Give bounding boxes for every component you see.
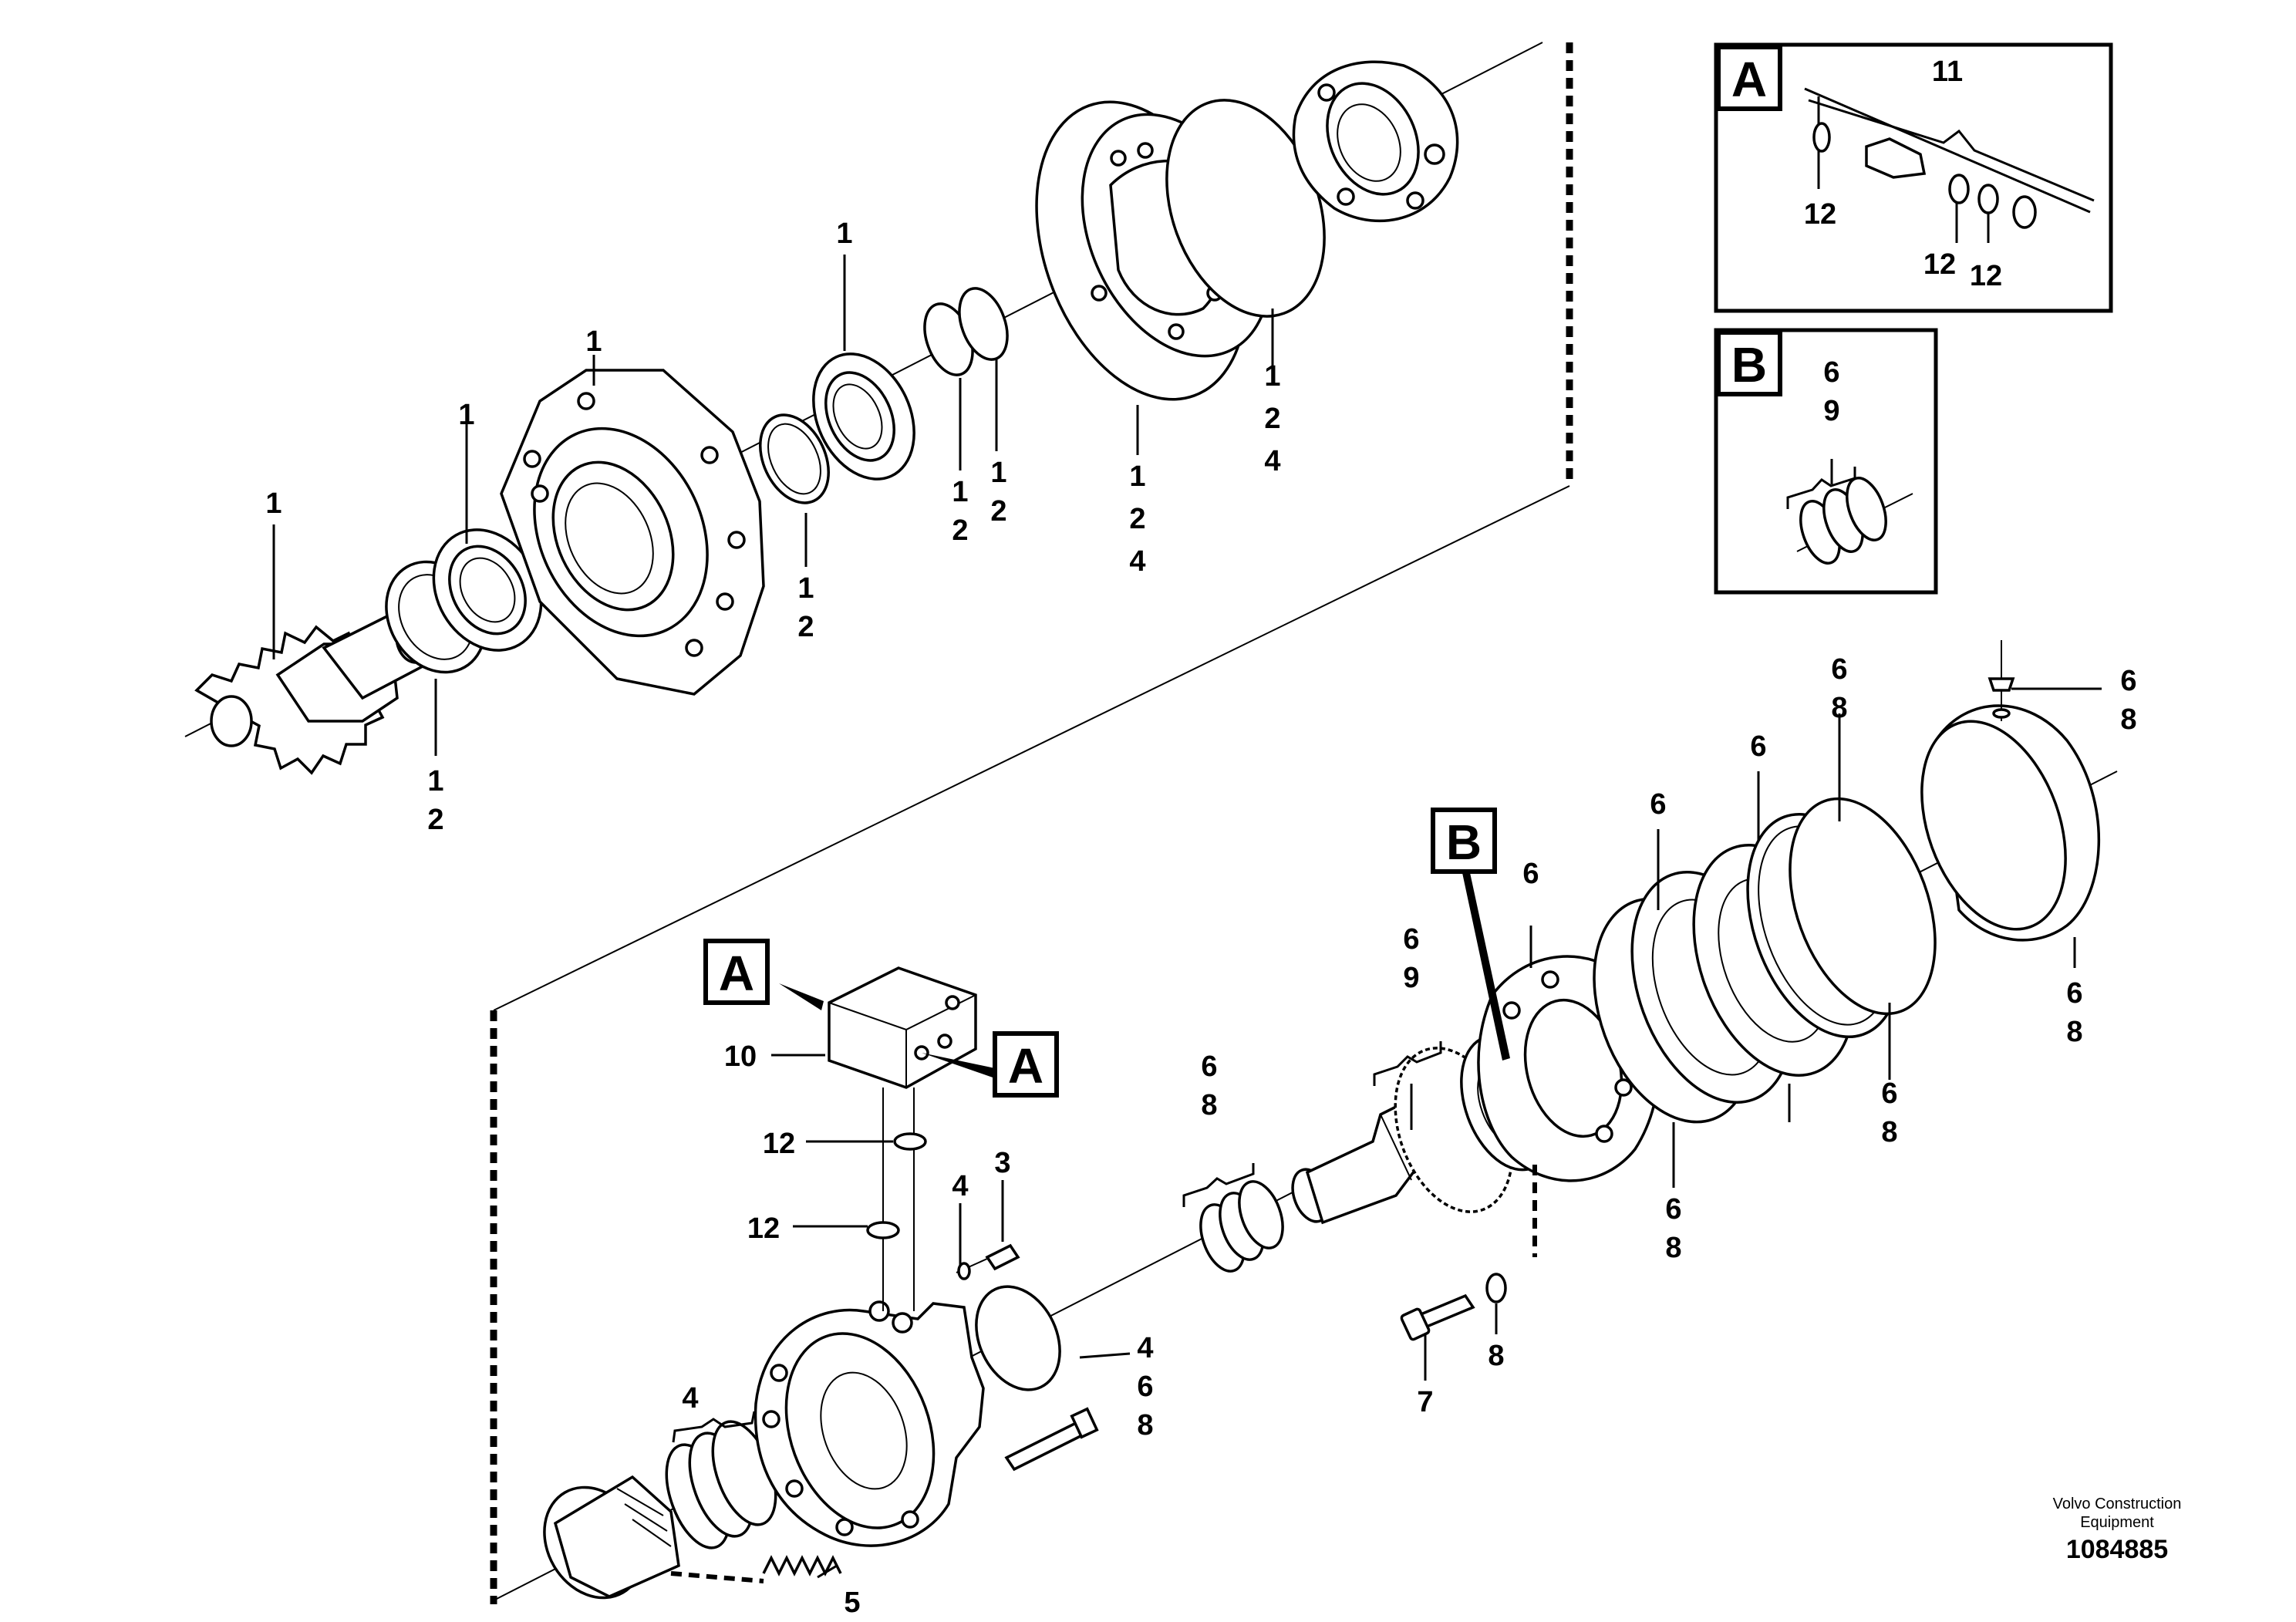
label-ring-mid-b: 2	[797, 611, 814, 643]
label-drum-b: 8	[2066, 1016, 2082, 1048]
label-oring-front-c: 4	[1264, 445, 1280, 477]
callout-block-a-right: A	[1008, 1038, 1043, 1094]
part-labels: 1 1 1 1 1 1 1 2 1 2 1 2 1 2 1 2 4 1 2 4 …	[265, 218, 2136, 1619]
valve-housing	[754, 1300, 985, 1547]
bearing-left	[432, 528, 543, 652]
inset-b-callout: B	[1731, 337, 1767, 393]
drum	[1920, 704, 2101, 942]
label-bearing-mid: 1	[836, 218, 852, 250]
label-bolt-7: 7	[1417, 1386, 1433, 1418]
label-snap-large-a: 6	[1831, 653, 1847, 686]
label-oring-front-b: 2	[1264, 403, 1280, 435]
o-ring-right-2	[1789, 797, 1937, 1016]
company-line-2: Equipment	[2080, 1514, 2154, 1531]
washer-8	[1485, 1273, 1507, 1303]
label-disc-1-a: 6	[1665, 1193, 1681, 1226]
label-ring-left-a: 1	[427, 765, 443, 798]
coil-housing	[543, 1475, 680, 1600]
gear-hub	[1292, 60, 1459, 223]
label-oring-small-2: 12	[747, 1212, 780, 1245]
footer: Volvo Construction Equipment 1084885	[2053, 1496, 2182, 1564]
label-snap2-a: 1	[990, 457, 1006, 489]
label-washer-8: 8	[1488, 1340, 1504, 1372]
doc-number: 1084885	[2066, 1535, 2168, 1564]
label-oring-valve-c: 8	[1137, 1409, 1153, 1442]
label-screw-3: 3	[994, 1147, 1010, 1179]
spring-stack	[665, 1420, 777, 1549]
label-pin-b: 8	[2120, 703, 2136, 736]
inset-b-label-2: 9	[1823, 395, 1839, 427]
valve-block	[828, 966, 977, 1089]
label-bearing-left: 1	[458, 399, 474, 431]
label-snap2-b: 2	[990, 495, 1006, 528]
label-oring-back-a: 1	[1129, 460, 1145, 493]
pin	[1988, 640, 2015, 721]
label-ring-left-b: 2	[427, 804, 443, 836]
bearing-mid	[812, 352, 915, 481]
label-planet-b: 9	[1403, 962, 1419, 994]
inset-a-callout: A	[1731, 52, 1767, 107]
label-snap1-a: 1	[952, 476, 968, 508]
label-disc-2: 6	[1750, 730, 1766, 763]
seal-ring-mid	[759, 413, 830, 504]
inset-a-label-4: 12	[1970, 260, 2002, 292]
label-ring-mid-a: 1	[797, 572, 814, 605]
label-oring-right-2-a: 6	[1881, 1077, 1897, 1110]
label-washer-4: 4	[952, 1170, 968, 1202]
bolt-7	[1400, 1293, 1475, 1341]
label-oring-valve-b: 6	[1137, 1371, 1153, 1403]
label-housing: 1	[585, 325, 602, 358]
inset-b-label-1: 6	[1823, 356, 1839, 389]
inset-b: B 6 9	[1714, 328, 1938, 595]
dashed-connection	[490, 42, 1573, 1604]
o-ring-small-2	[866, 1221, 900, 1239]
label-oring-right-2-b: 8	[1881, 1116, 1897, 1148]
label-oring-front-a: 1	[1264, 360, 1280, 393]
housing-bolt	[1004, 1407, 1099, 1472]
label-oring-valve-a: 4	[1137, 1332, 1153, 1364]
lower-assembly	[493, 640, 2118, 1601]
label-oring-back-c: 4	[1129, 545, 1145, 578]
label-pin-a: 6	[2120, 665, 2136, 697]
inset-a: A 11 12 12 12	[1714, 42, 2113, 313]
label-block-10: 10	[724, 1040, 757, 1073]
ring-set	[1199, 1180, 1284, 1273]
callout-ref-b: B	[1446, 814, 1482, 870]
callout-block-a-top: A	[719, 946, 754, 1001]
company-line-1: Volvo Construction	[2053, 1496, 2182, 1512]
label-oring-small-1: 12	[763, 1128, 795, 1160]
label-oring-back-b: 2	[1129, 503, 1145, 535]
inset-a-label-2: 12	[1804, 198, 1836, 231]
label-snap-large-b: 8	[1831, 692, 1847, 724]
o-ring-valve	[975, 1285, 1061, 1391]
label-ringset-b: 8	[1201, 1089, 1217, 1121]
label-ringset-a: 6	[1201, 1050, 1217, 1083]
inset-a-label-1: 11	[1932, 56, 1963, 88]
o-ring-small-1	[893, 1132, 927, 1151]
small-spring	[762, 1555, 842, 1576]
label-carrier: 6	[1522, 858, 1539, 890]
label-drum-a: 6	[2066, 977, 2082, 1010]
washer-4	[957, 1262, 971, 1280]
label-planet-a: 6	[1403, 923, 1419, 956]
label-small-spring: 5	[844, 1587, 860, 1619]
inset-a-label-3: 12	[1923, 248, 1956, 281]
label-spring-stack: 4	[682, 1382, 698, 1415]
housing	[500, 369, 765, 696]
upper-assembly	[184, 42, 1543, 775]
label-disc-1-b: 8	[1665, 1232, 1681, 1264]
label-oring-right-1: 6	[1650, 788, 1666, 821]
label-snap1-b: 2	[952, 514, 968, 547]
callout-boxes: A A B	[703, 808, 1497, 1098]
label-shaft: 1	[265, 487, 282, 520]
